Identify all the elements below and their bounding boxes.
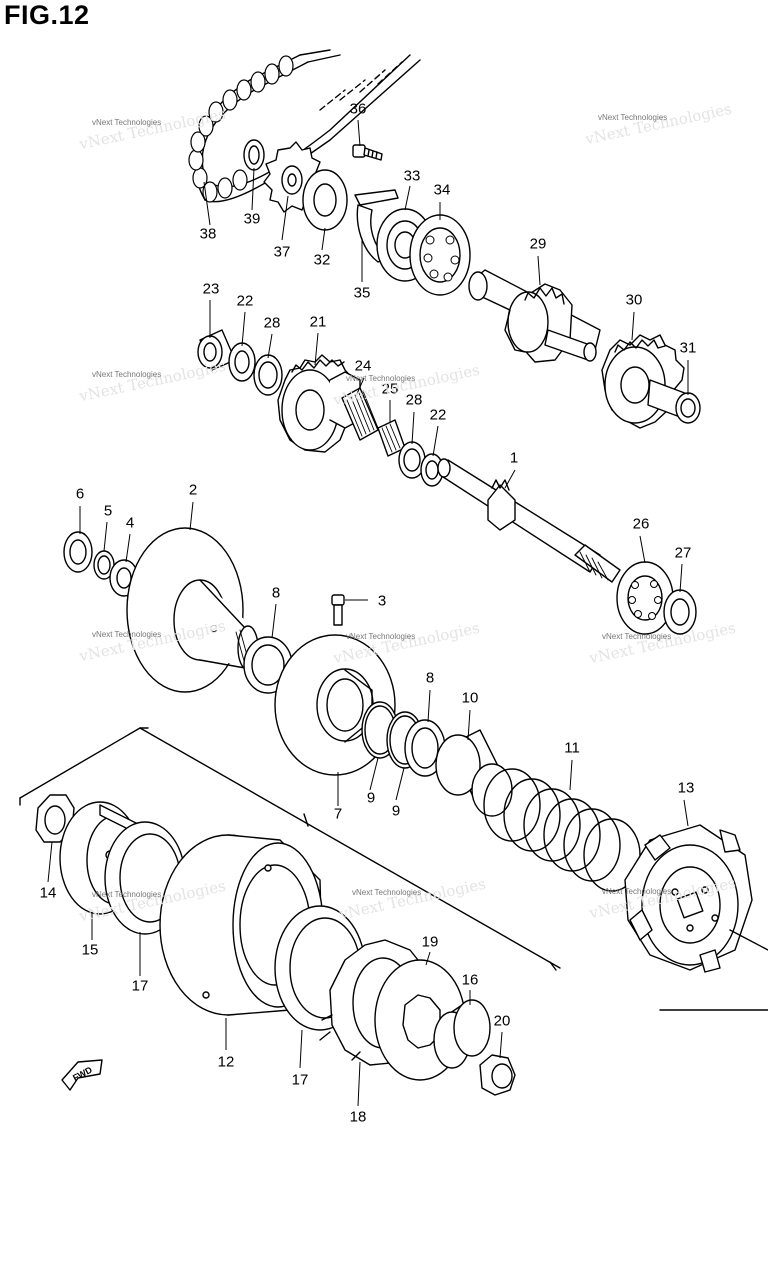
gear-21 [277,354,361,453]
bushing-31 [647,379,701,424]
watermark-text: vNext Technologies [602,887,672,896]
part-label-13: 13 [677,779,695,797]
part-label-25: 25 [381,380,399,398]
watermark-text: vNext Technologies [352,888,422,897]
part-label-4: 4 [125,514,135,532]
assembly-outline [19,727,768,1011]
part-label-10: 10 [461,689,479,707]
drive-chain [188,49,421,203]
part-label-37: 37 [273,243,291,261]
part-label-6: 6 [75,485,85,503]
watermark-text: vNext Technologies [92,890,162,899]
bearing-26 [616,561,674,635]
part-label-31: 31 [679,339,697,357]
watermark-text: vNext Technologies [346,374,416,383]
part-label-39: 39 [243,210,261,228]
part-label-24: 24 [354,357,372,375]
bolt-36 [352,144,383,161]
part-label-36: 36 [349,100,367,118]
part-label-19: 19 [421,933,439,951]
part-label-27: 27 [674,544,692,562]
part-label-12: 12 [217,1053,235,1071]
snap-ring-5 [93,550,115,580]
part-label-20: 20 [493,1012,511,1030]
part-label-30: 30 [625,291,643,309]
watermark-text: vNext Technologies [598,113,668,122]
part-label-28a: 28 [263,314,281,332]
bearing-retainer-35 [354,189,399,263]
part-label-29: 29 [529,235,547,253]
clutch-shoe-13 [624,824,753,973]
part-label-33: 33 [403,167,421,185]
part-label-26: 26 [632,515,650,533]
part-label-21: 21 [309,313,327,331]
part-label-32: 32 [313,251,331,269]
part-label-5: 5 [103,502,113,520]
bearing-6 [63,531,93,573]
part-label-14: 14 [39,884,57,902]
part-label-1: 1 [509,449,519,467]
watermark-text: vNext Technologies [92,118,162,127]
part-label-38: 38 [199,225,217,243]
watermark-text: vNext Technologies [92,630,162,639]
part-label-2: 2 [188,481,198,499]
part-label-15: 15 [81,941,99,959]
part-label-9b: 9 [391,802,401,820]
snap-ring-39 [243,139,265,171]
washer-22b [420,453,444,487]
washer-28 [253,354,283,396]
nut-20 [479,1054,516,1096]
bushing-16 [433,999,491,1069]
part-label-23: 23 [202,280,220,298]
part-label-8b: 8 [425,669,435,687]
part-label-8a: 8 [271,584,281,602]
needle-bearing-23 [197,329,236,371]
sheave-2: C [126,527,259,693]
part-label-7: 7 [333,805,343,823]
part-label-11: 11 [564,739,580,757]
part-label-9a: 9 [366,789,376,807]
spring-guide-10 [435,729,513,817]
washer-32 [302,169,348,231]
watermark-text: vNext Technologies [346,632,416,641]
fwd-arrow-icon [61,1059,103,1091]
figure-title: FIG.12 [4,0,90,30]
part-label-17a: 17 [131,977,149,995]
pin-3 [331,594,345,626]
part-label-35: 35 [353,284,371,302]
part-label-3: 3 [377,592,387,610]
part-label-34: 34 [433,181,451,199]
part-label-28b: 28 [405,391,423,409]
svg-text:C: C [210,624,217,635]
watermark-text: vNext Technologies [602,632,672,641]
leader-lines [47,119,689,1107]
watermark-text: vNext Technologies [92,370,162,379]
washer-22 [228,342,256,382]
part-label-22b: 22 [429,406,447,424]
part-label-17b: 17 [291,1071,309,1089]
part-label-16: 16 [461,971,479,989]
part-label-22a: 22 [236,292,254,310]
part-label-18: 18 [349,1108,367,1126]
bearing-34 [409,210,471,296]
countershaft-29 [468,269,601,363]
drive-shaft-1 [437,458,621,583]
